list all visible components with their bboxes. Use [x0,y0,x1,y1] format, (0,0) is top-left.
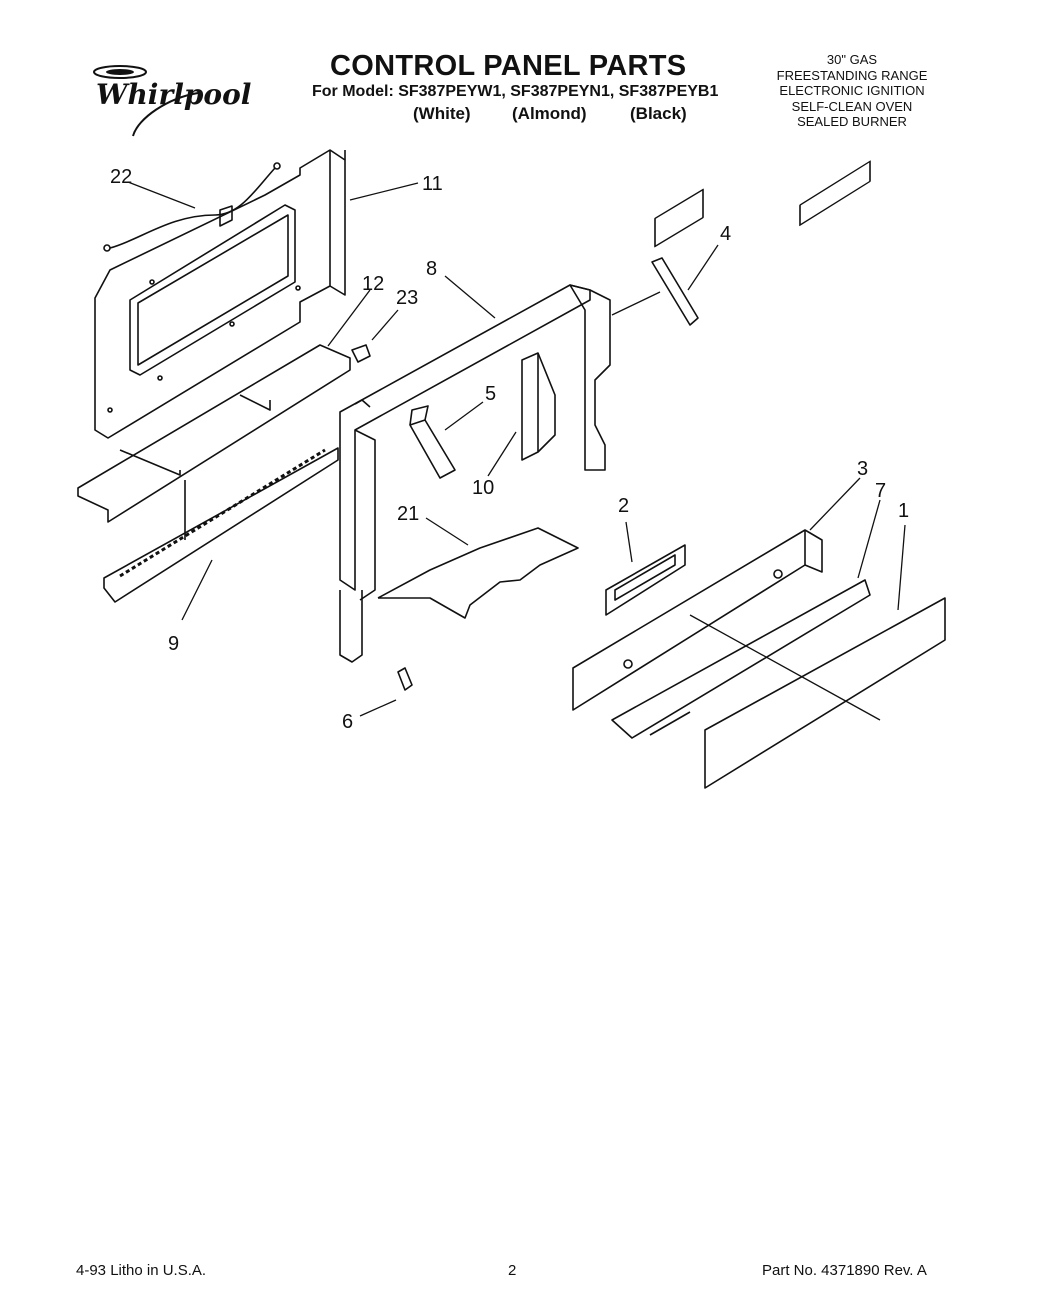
callout-12: 12 [362,273,384,295]
callout-1: 1 [898,500,909,522]
logo-swoosh-icon [93,65,199,137]
color-black: (Black) [630,104,687,123]
callout-4: 4 [720,223,731,245]
part-21-shield [377,527,579,619]
model-numbers: For Model: SF387PEYW1, SF387PEYN1, SF387… [312,83,719,100]
part-8-frame [339,284,611,663]
whirlpool-logo: Whirlpool [78,58,251,138]
part-3-control-housing [572,188,823,711]
part-6-clip [397,667,413,691]
part-4-end-cap [651,257,699,326]
part-11-rear-panel [94,149,346,439]
page-number: 2 [508,1262,517,1279]
callout-23: 23 [396,287,418,309]
callout-11: 11 [422,173,443,195]
callout-6: 6 [342,711,353,733]
callout-10: 10 [472,477,494,499]
product-line: ELECTRONIC IGNITION [779,83,925,98]
part-2-clock-display [605,544,686,616]
part-1-front-glass [704,160,946,789]
part-22-wire [103,162,281,252]
part-23-clip [351,344,371,363]
part-12-channel [77,344,351,523]
page-title: CONTROL PANEL PARTS [330,50,687,82]
product-description: 30" GAS FREESTANDING RANGE ELECTRONIC IG… [752,52,952,130]
callout-5: 5 [485,383,496,405]
leader-lines [127,181,906,721]
callout-9: 9 [168,633,179,655]
callout-21: 21 [397,503,419,525]
part-5-bracket [409,405,456,479]
color-almond: (Almond) [512,104,587,123]
callout-8: 8 [426,258,437,280]
product-line: SELF-CLEAN OVEN [791,98,913,114]
product-line: FREESTANDING RANGE [776,67,928,83]
product-line: 30" GAS [826,52,878,67]
callout-7: 7 [875,480,886,502]
part-9-vent-strip [103,447,339,603]
color-white: (White) [413,104,471,123]
part-7-channel [611,579,871,739]
footer-litho: 4-93 Litho in U.S.A. [76,1262,207,1279]
callout-numbers: 22 11 8 4 12 23 5 10 3 7 1 2 21 9 6 [110,166,909,733]
product-line: SEALED BURNER [797,114,907,129]
part-number: Part No. 4371890 Rev. A [762,1262,927,1279]
callout-22: 22 [110,166,132,188]
part-10-brace [521,352,556,461]
callout-3: 3 [857,458,868,480]
brand-name: Whirlpool [96,78,252,111]
callout-2: 2 [618,495,629,517]
